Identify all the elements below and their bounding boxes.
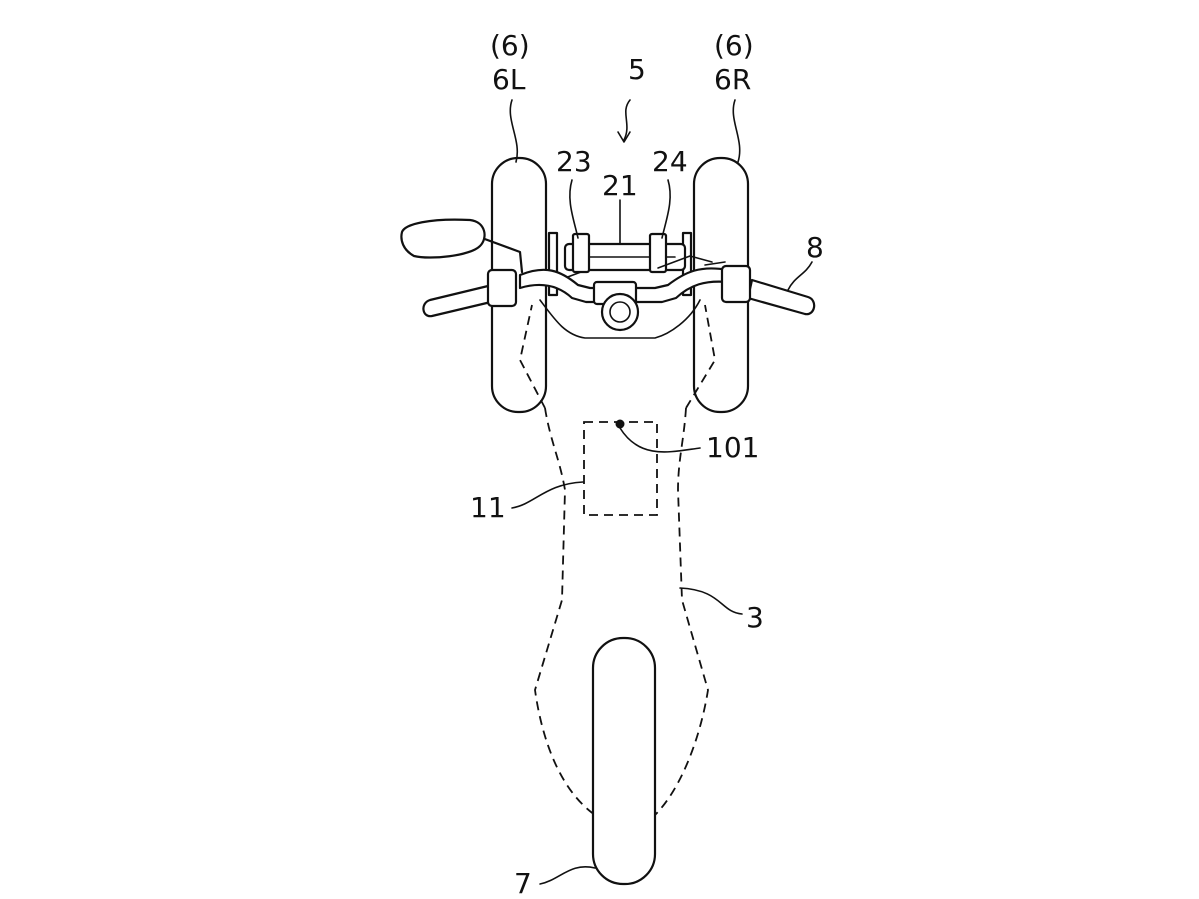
vehicle-body-outline bbox=[534, 407, 709, 816]
label-part-23: 23 bbox=[556, 145, 592, 178]
right-switch bbox=[720, 264, 752, 304]
leader-6R bbox=[732, 99, 741, 163]
bolt-23 bbox=[571, 232, 591, 274]
label-rear-wheel-7: 7 bbox=[514, 867, 532, 899]
label-part-21: 21 bbox=[602, 169, 638, 202]
label-body-3: 3 bbox=[746, 601, 764, 634]
leader-3 bbox=[679, 587, 743, 615]
left-mirror-stem bbox=[480, 236, 524, 274]
control-unit-11 bbox=[583, 421, 658, 516]
left-grip bbox=[422, 284, 493, 318]
headlight bbox=[600, 292, 640, 332]
label-group-6-left: (6) bbox=[490, 29, 530, 62]
bolt-24 bbox=[648, 232, 668, 274]
label-frame-11: 11 bbox=[470, 491, 506, 524]
leader-23 bbox=[569, 179, 579, 239]
label-handlebar-8: 8 bbox=[806, 231, 824, 264]
linkage-24 bbox=[657, 255, 713, 269]
label-wheel-6L: 6L bbox=[492, 63, 526, 96]
left-mirror bbox=[400, 218, 486, 259]
leader-7 bbox=[539, 866, 596, 885]
leader-6L bbox=[509, 99, 519, 163]
label-part-24: 24 bbox=[652, 145, 688, 178]
bracket-left bbox=[547, 231, 559, 297]
left-switch bbox=[486, 268, 518, 308]
arrow-5 bbox=[623, 99, 631, 141]
leader-8 bbox=[787, 261, 813, 291]
leader-24 bbox=[661, 179, 671, 239]
arrow-5-head bbox=[617, 131, 631, 143]
right-grip bbox=[746, 278, 816, 316]
leader-101 bbox=[619, 427, 701, 453]
steering-mechanism bbox=[547, 231, 713, 297]
leader-11 bbox=[511, 481, 584, 509]
sensor-point-101 bbox=[615, 419, 625, 429]
label-wheel-6R: 6R bbox=[714, 63, 752, 96]
label-unit-101: 101 bbox=[706, 431, 760, 464]
rear-wheel bbox=[591, 636, 657, 886]
label-steering-5: 5 bbox=[628, 53, 646, 86]
label-group-6-right: (6) bbox=[714, 29, 754, 62]
